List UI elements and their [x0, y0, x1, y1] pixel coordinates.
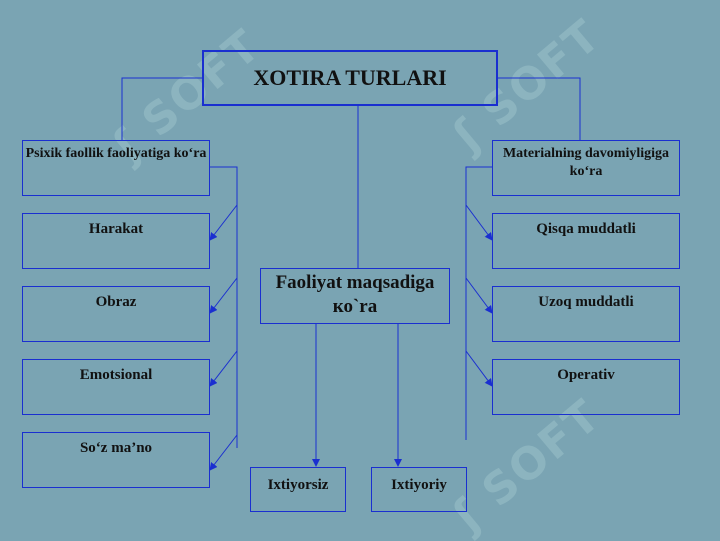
- center-item-ixtiyoriy: Ixtiyoriy: [371, 467, 467, 512]
- left-item-emotsional: Emotsional: [22, 359, 210, 415]
- left-arrow-soz-mano: [209, 434, 238, 471]
- center-group-header: Faoliyat maqsadiga ко`ra: [260, 268, 450, 324]
- left-arrow-obraz: [209, 277, 238, 314]
- diagram-title: XOTIRA TURLARI: [202, 50, 498, 106]
- right-bracket: [465, 166, 492, 440]
- left-arrow-harakat: [209, 204, 238, 241]
- title-to-right-connector: [498, 77, 581, 140]
- right-item-qisqa-muddatli: Qisqa muddatli: [492, 213, 680, 269]
- left-group-header: Psixik faollik faoliyatiga ko‘ra: [22, 140, 210, 196]
- left-item-soz-mano: So‘z ma’no: [22, 432, 210, 488]
- right-group-header: Materialning davomiyligiga ko‘ra: [492, 140, 680, 196]
- left-bracket: [210, 166, 238, 448]
- right-arrow-qisqa: [465, 204, 493, 241]
- right-arrow-operativ: [465, 350, 493, 387]
- left-item-obraz: Obraz: [22, 286, 210, 342]
- left-item-harakat: Harakat: [22, 213, 210, 269]
- right-arrow-uzoq: [465, 277, 493, 314]
- center-item-ixtiyorsiz: Ixtiyorsiz: [250, 467, 346, 512]
- left-arrow-emotsional: [209, 350, 238, 387]
- right-item-operativ: Operativ: [492, 359, 680, 415]
- title-to-left-connector: [121, 77, 204, 140]
- right-item-uzoq-muddatli: Uzoq muddatli: [492, 286, 680, 342]
